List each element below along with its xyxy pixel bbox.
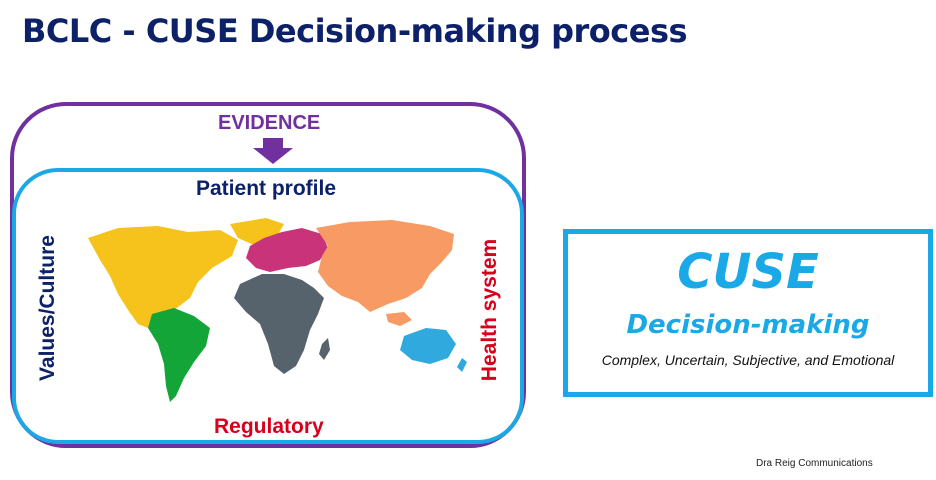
health-system-label: Health system	[478, 238, 501, 382]
oceania-shape	[400, 328, 456, 364]
values-culture-label: Values/Culture	[36, 235, 59, 381]
africa-shape	[234, 274, 324, 374]
evidence-label: EVIDENCE	[218, 112, 321, 134]
patient-profile-frame	[12, 168, 524, 444]
south-america-shape	[148, 308, 210, 402]
cuse-description: Complex, Uncertain, Subjective, and Emot…	[601, 352, 895, 368]
north-america-shape	[88, 226, 238, 328]
down-arrow-icon	[253, 138, 293, 164]
madagascar-shape	[319, 338, 330, 360]
world-map	[88, 218, 467, 402]
credit-text: Dra Reig Communications	[756, 458, 873, 469]
cuse-subtitle: Decision-making	[626, 310, 870, 340]
regulatory-label: Regulatory	[214, 415, 324, 438]
cuse-panel: CUSE Decision-making Complex, Uncertain,…	[563, 229, 933, 397]
slide-title: BCLC - CUSE Decision-making process	[22, 12, 688, 50]
asia-shape	[316, 220, 454, 312]
new-zealand-shape	[457, 358, 467, 372]
patient-profile-label: Patient profile	[196, 177, 337, 200]
cuse-title: CUSE	[677, 244, 819, 300]
southeast-asia-shape	[386, 312, 412, 326]
europe-shape	[246, 228, 328, 272]
